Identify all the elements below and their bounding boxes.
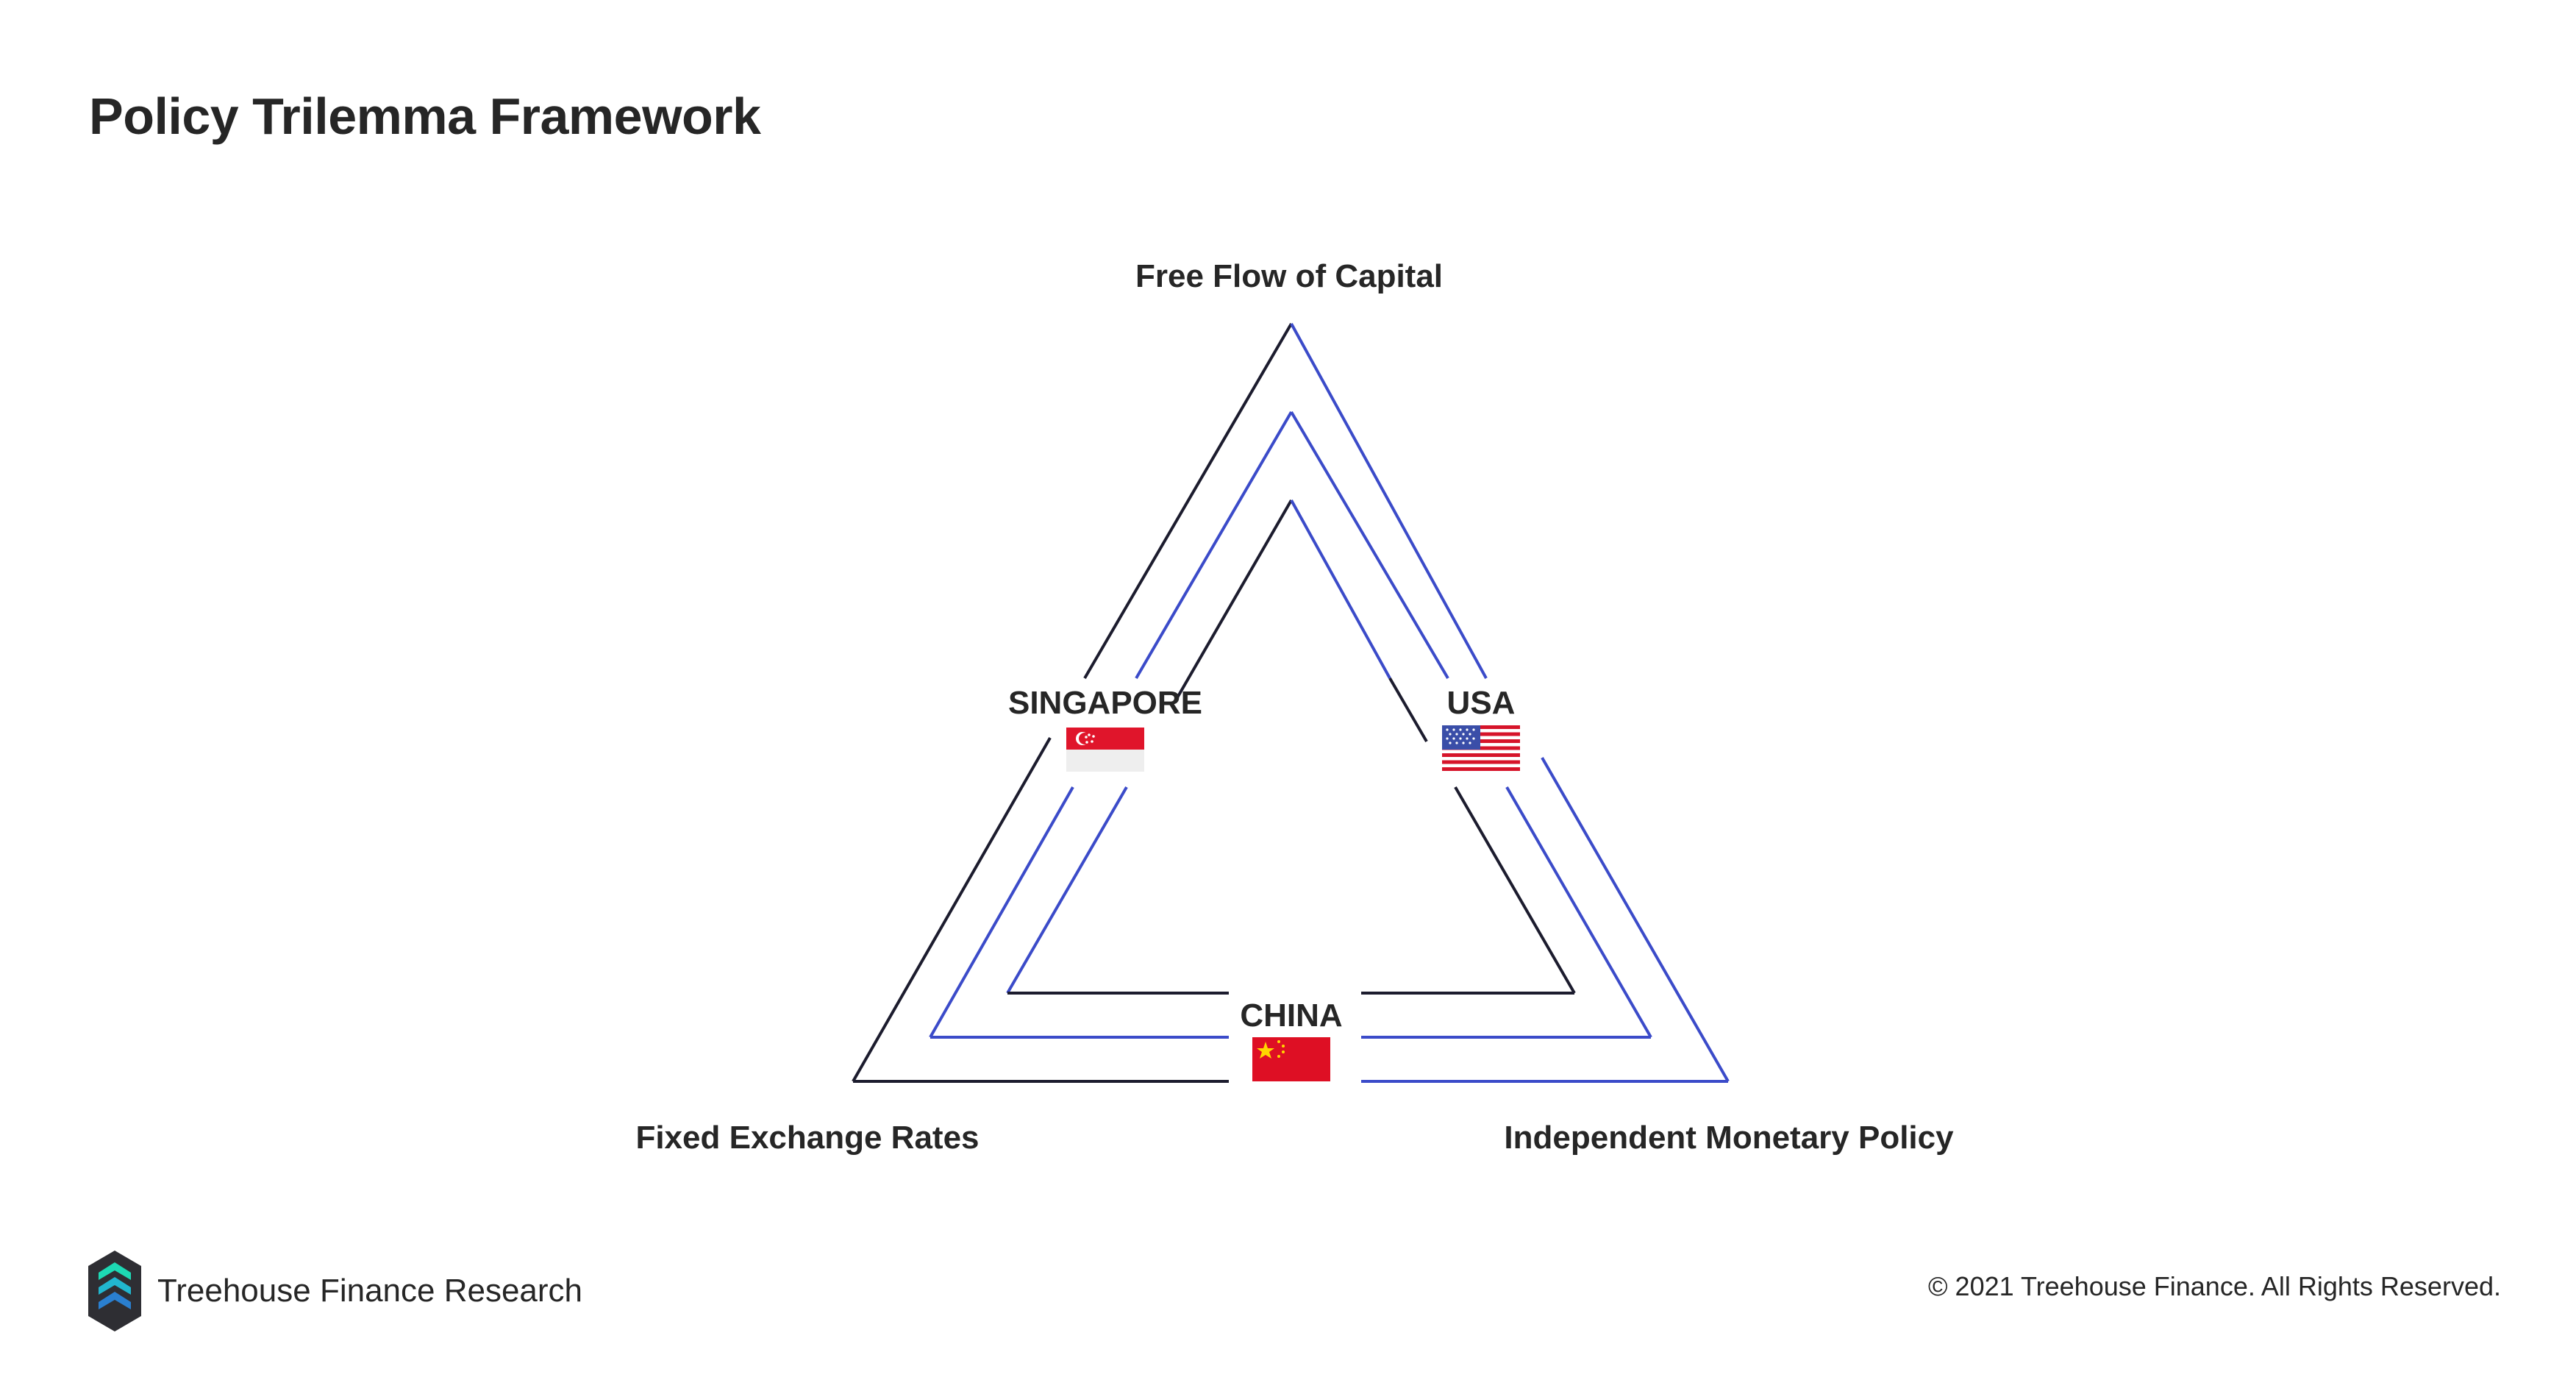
- vertex-label-bottom-left: Fixed Exchange Rates: [635, 1120, 979, 1156]
- country-label-usa: USA: [1447, 685, 1516, 721]
- footer-brand: Treehouse Finance Research: [88, 1251, 582, 1331]
- page-title: Policy Trilemma Framework: [89, 88, 761, 145]
- vertex-label-bottom-right: Independent Monetary Policy: [1504, 1120, 1954, 1156]
- vertex-label-top: Free Flow of Capital: [1135, 258, 1443, 294]
- china-flag-icon: [1252, 1037, 1330, 1081]
- singapore-flag-icon: [1066, 728, 1144, 772]
- country-label-singapore: SINGAPORE: [1008, 685, 1202, 721]
- middle-triangle: [929, 410, 1652, 1039]
- treehouse-logo-icon: [88, 1251, 141, 1331]
- inner-triangle: [1006, 499, 1576, 995]
- outer-triangle: [852, 322, 1730, 1083]
- copyright-text: © 2021 Treehouse Finance. All Rights Res…: [1928, 1271, 2501, 1301]
- footer-brand-text: Treehouse Finance Research: [157, 1273, 583, 1309]
- usa-flag-icon: [1442, 725, 1520, 771]
- country-label-china: CHINA: [1240, 998, 1342, 1034]
